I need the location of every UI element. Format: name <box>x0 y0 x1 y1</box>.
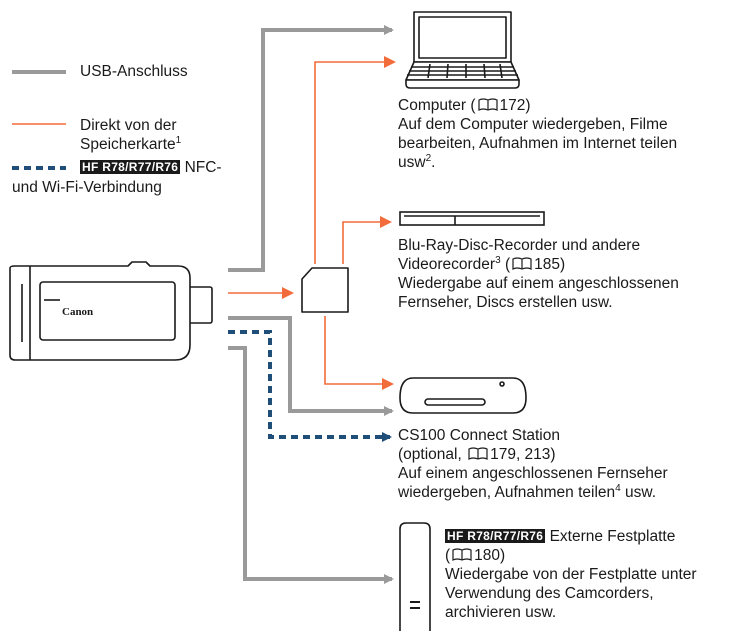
computer-description: Computer ( 172) Auf dem Computer wiederge… <box>398 96 677 172</box>
laptop-icon <box>406 12 519 88</box>
direct-line-card-recorder <box>343 222 390 264</box>
legend-model-badge: HF R78/R77/R76 <box>80 160 180 174</box>
hdd-page: 180) <box>474 547 505 564</box>
camcorder-icon <box>10 262 212 360</box>
book-icon <box>512 257 532 271</box>
bluray-recorder-icon <box>400 212 544 225</box>
station-desc-end: usw. <box>621 484 656 501</box>
recorder-desc-line1: Wiedergabe auf einem angeschlossenen <box>398 275 679 292</box>
recorder-description: Blu-Ray-Disc-Recorder und andere Videore… <box>398 236 679 312</box>
hdd-desc-line3: archivieren usw. <box>445 604 556 621</box>
hdd-desc-line1: Wiedergabe von der Festplatte unter <box>445 566 697 583</box>
legend-direct-line2: Speicherkarte <box>80 136 176 153</box>
recorder-title-line2: Videorecorder <box>398 256 495 273</box>
usb-line-computer <box>228 30 392 270</box>
direct-line-card-computer <box>315 62 394 264</box>
computer-desc-end: . <box>431 154 435 171</box>
legend-wifi-label: HF R78/R77/R76 NFC- <box>80 158 222 177</box>
hdd-page-open: ( <box>445 547 450 564</box>
station-title: CS100 Connect Station <box>398 427 560 444</box>
hdd-desc-line2: Verwendung des Camcorders, <box>445 585 654 602</box>
hdd-description: HF R78/R77/R76 Externe Festplatte (180) … <box>445 527 697 622</box>
station-pages: 179, 213) <box>490 446 556 463</box>
station-pages-open: (optional, <box>398 446 462 463</box>
station-description: CS100 Connect Station (optional, 179, 21… <box>398 426 668 502</box>
legend-nfc-line1: NFC- <box>185 159 222 176</box>
hdd-model-badge: HF R78/R77/R76 <box>445 529 545 543</box>
book-icon <box>452 548 472 562</box>
legend-nfc-line2: und Wi-Fi-Verbindung <box>12 178 162 197</box>
legend-direct-sup: 1 <box>176 135 182 146</box>
computer-title: Computer ( <box>398 97 476 114</box>
computer-desc-line2: bearbeiten, Aufnahmen im Internet teilen <box>398 135 677 152</box>
recorder-title-line1: Blu-Ray-Disc-Recorder und andere <box>398 237 640 254</box>
recorder-page: 185) <box>534 256 565 273</box>
direct-line-card-station <box>325 316 392 384</box>
memory-card-icon <box>302 268 348 312</box>
recorder-desc-line2: Fernseher, Discs erstellen usw. <box>398 294 613 311</box>
station-desc-line2: wiedergeben, Aufnahmen teilen <box>398 484 615 501</box>
connect-station-icon <box>400 378 526 413</box>
external-hdd-icon <box>400 523 430 631</box>
computer-desc-line3: usw <box>398 154 426 171</box>
camera-brand: Canon <box>62 306 93 318</box>
legend-usb-label: USB-Anschluss <box>80 62 188 81</box>
hdd-title: Externe Festplatte <box>550 528 676 545</box>
book-icon <box>468 447 488 461</box>
recorder-page-open: ( <box>501 256 510 273</box>
computer-page: 172) <box>500 97 531 114</box>
computer-desc-line1: Auf dem Computer wiedergeben, Filme <box>398 116 668 133</box>
legend-direct-line1: Direkt von der <box>80 117 176 134</box>
book-icon <box>478 98 498 112</box>
station-desc-line1: Auf einem angeschlossenen Fernseher <box>398 465 668 482</box>
usb-line-hdd <box>228 348 392 579</box>
legend-direct-label: Direkt von der Speicherkarte1 <box>80 116 181 154</box>
